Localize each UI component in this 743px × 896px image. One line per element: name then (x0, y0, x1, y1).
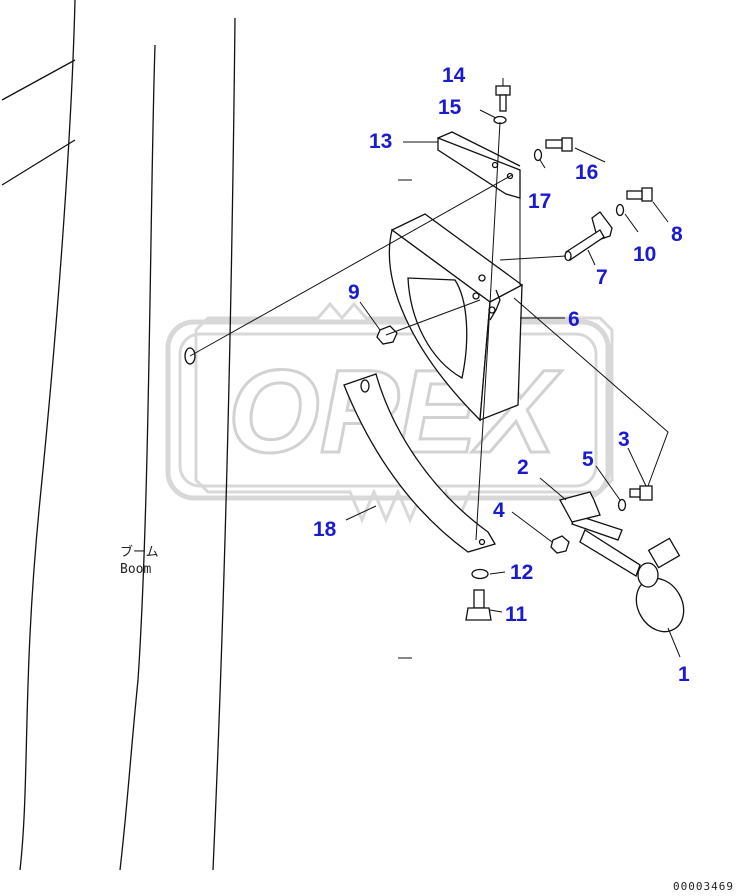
callout-5: 5 (582, 448, 594, 471)
boom-label-japanese: ブーム (120, 544, 159, 560)
main-box-plate (388, 213, 524, 422)
part-11-bolt (465, 589, 492, 621)
part-12-washer (471, 568, 489, 580)
part-8-bolt (626, 187, 653, 202)
callout-11: 11 (505, 603, 528, 626)
part-5-washer (617, 498, 627, 512)
callout-18: 18 (313, 518, 337, 541)
part-7-pin (564, 211, 613, 262)
callout-15: 15 (438, 96, 462, 119)
callout-10: 10 (633, 243, 656, 266)
part-4-nut (550, 535, 570, 554)
callout-leaders (345, 78, 681, 658)
callout-16: 16 (575, 161, 598, 184)
callout-14: 14 (442, 64, 466, 87)
part-10-washer (615, 203, 625, 217)
callout-13: 13 (369, 130, 392, 153)
callout-7: 7 (596, 266, 608, 289)
callout-4: 4 (493, 499, 505, 522)
callout-2: 2 (517, 456, 529, 479)
assembly-lines (189, 121, 669, 659)
part-3-bolt (629, 485, 653, 501)
callout-17: 17 (528, 190, 551, 213)
boom-outline (1, 0, 236, 871)
callout-9: 9 (348, 281, 360, 304)
part-17-washer (533, 148, 543, 162)
watermark-frame-outer (165, 319, 611, 501)
part-2-bracket (559, 491, 601, 523)
callout-8: 8 (671, 223, 683, 246)
part-13-bracket (437, 131, 521, 199)
watermark-gear (194, 301, 614, 524)
part-18-strap (343, 373, 496, 553)
part-14-bolt (495, 85, 511, 112)
boom-label-english: Boom (120, 562, 151, 577)
callout-3: 3 (618, 428, 630, 451)
callout-12: 12 (510, 561, 533, 584)
part-1-roller (571, 514, 685, 633)
callout-labels: 1 2 3 4 5 6 7 8 9 10 11 12 13 14 15 16 1… (313, 64, 690, 686)
callout-1: 1 (678, 663, 690, 686)
document-number: 00003469 (673, 880, 734, 893)
callout-6: 6 (568, 308, 580, 331)
part-16-bolt (545, 137, 573, 152)
